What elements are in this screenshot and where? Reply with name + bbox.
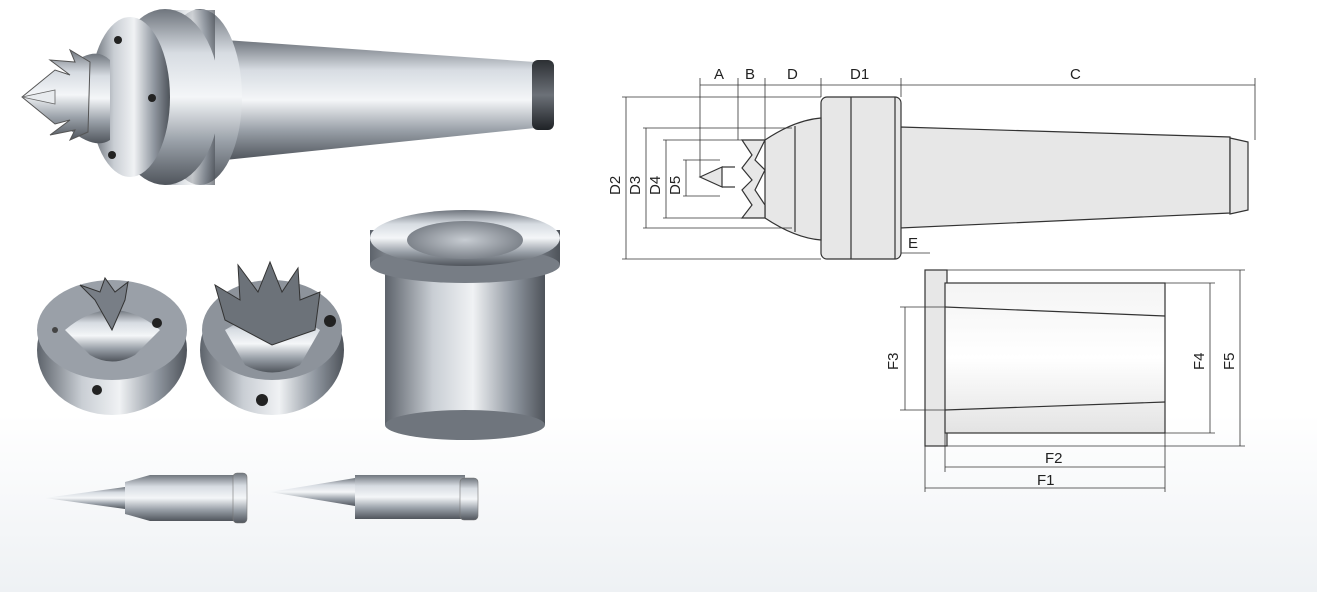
live-center-dimensions bbox=[622, 78, 1256, 260]
label-D3: D3 bbox=[627, 176, 644, 195]
live-center-image bbox=[21, 9, 554, 185]
label-F3: F3 bbox=[885, 352, 902, 370]
label-F5: F5 bbox=[1221, 352, 1238, 370]
label-B: B bbox=[745, 66, 755, 83]
pin-center-small-image bbox=[45, 472, 248, 524]
pin-center-large-image bbox=[270, 475, 479, 521]
label-D4: D4 bbox=[647, 176, 664, 195]
crown-insert-small-image bbox=[37, 276, 187, 415]
label-A: A bbox=[714, 66, 724, 83]
reduction-sleeve-image bbox=[370, 210, 560, 440]
sleeve-drawing bbox=[924, 269, 1166, 447]
label-D: D bbox=[787, 66, 798, 83]
label-F4: F4 bbox=[1191, 352, 1208, 370]
label-F2: F2 bbox=[1045, 450, 1063, 467]
label-D1: D1 bbox=[850, 66, 869, 83]
label-D5: D5 bbox=[667, 176, 684, 195]
label-D2: D2 bbox=[607, 176, 624, 195]
label-E: E bbox=[908, 235, 918, 252]
sleeve-dimensions bbox=[900, 269, 1245, 492]
label-C: C bbox=[1070, 66, 1081, 83]
crown-insert-large-image bbox=[200, 260, 344, 415]
live-center-drawing bbox=[698, 96, 1249, 260]
label-F1: F1 bbox=[1037, 472, 1055, 489]
